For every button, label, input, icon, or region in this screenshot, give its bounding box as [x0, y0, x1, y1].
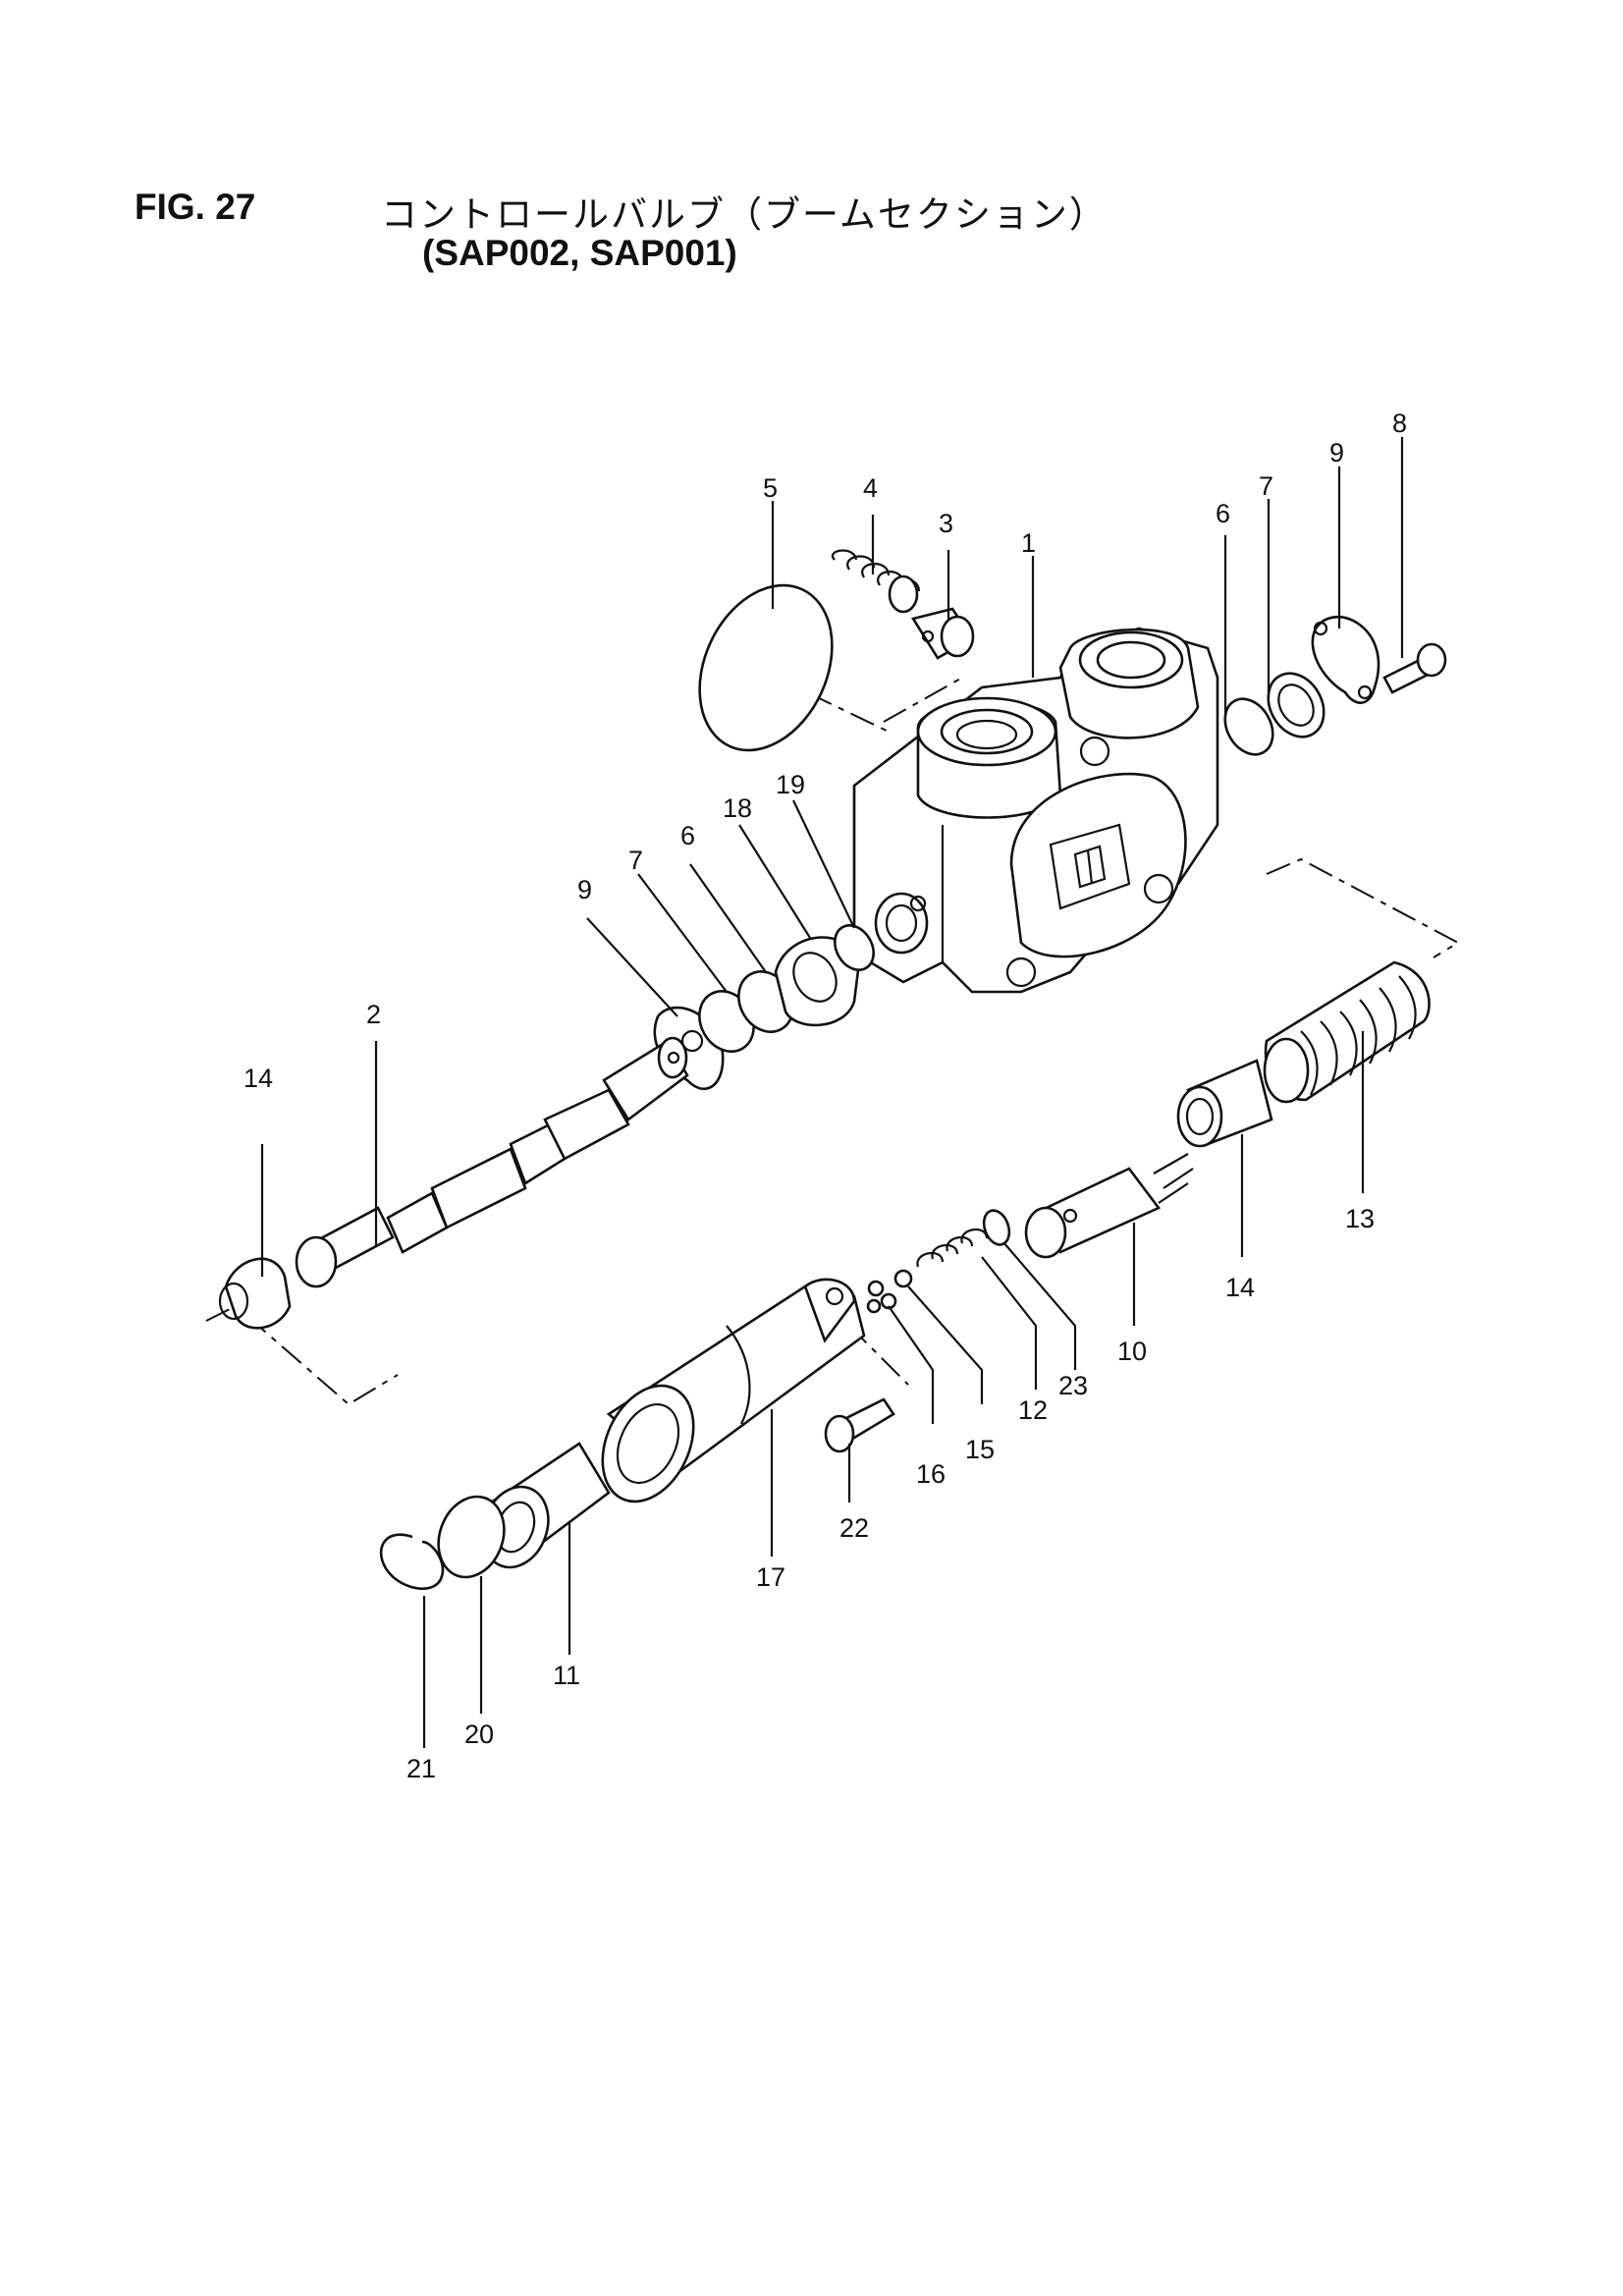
figure-models: (SAP002, SAP001): [422, 233, 737, 273]
figure-title: コントロールバルブ（ブームセクション）: [381, 193, 1108, 236]
callout-14-left: 14: [243, 1064, 273, 1093]
callout-6-right: 6: [1216, 499, 1230, 528]
callout-21: 21: [406, 1754, 436, 1783]
part-14-cap-left: [218, 1257, 292, 1330]
part-2-spool: [295, 1036, 689, 1288]
callout-18: 18: [723, 793, 752, 823]
part-12-spring: [916, 1228, 989, 1268]
part-16-ball-b: [880, 1292, 897, 1310]
callout-20: 20: [464, 1720, 494, 1749]
leader-lines: [260, 437, 1404, 1748]
callout-1: 1: [1021, 528, 1036, 558]
part-valve-body: [852, 627, 1219, 994]
part-9-plate-right: [1311, 616, 1380, 704]
callout-9-left: 9: [577, 875, 592, 904]
callout-2: 2: [366, 1000, 381, 1029]
part-15-ball: [893, 1269, 913, 1288]
callout-6-left: 6: [680, 821, 695, 850]
callout-13: 13: [1345, 1204, 1375, 1233]
centerline-right: [1266, 857, 1461, 958]
part-23-ring: [982, 1209, 1011, 1246]
callout-8: 8: [1392, 409, 1407, 438]
part-8-bolt: [1382, 642, 1447, 694]
callout-4: 4: [863, 473, 878, 503]
part-4-spring: [831, 549, 921, 614]
part-19-ring: [834, 924, 875, 971]
part-13-boot: [1263, 960, 1431, 1104]
part-21-snap-ring: [379, 1533, 445, 1591]
part-20-plug: [437, 1495, 506, 1579]
part-3-poppet: [910, 607, 975, 660]
callout-16: 16: [916, 1459, 946, 1489]
callout-12: 12: [1018, 1395, 1048, 1425]
part-17-cover: [601, 1278, 866, 1503]
callout-5: 5: [763, 473, 778, 503]
callout-9-right: 9: [1329, 438, 1344, 467]
callout-23: 23: [1058, 1371, 1088, 1400]
callout-14-right: 14: [1225, 1273, 1255, 1302]
centerline-left: [205, 1304, 399, 1406]
callout-10: 10: [1117, 1337, 1147, 1366]
callout-7-left: 7: [628, 846, 643, 875]
figure-number: FIG. 27: [135, 187, 256, 227]
callout-7-right: 7: [1259, 471, 1273, 501]
part-14-cap-right: [1176, 1059, 1273, 1148]
callout-3: 3: [939, 509, 953, 538]
callout-11: 11: [553, 1661, 580, 1690]
part-16-ball-a: [867, 1280, 885, 1297]
callout-22: 22: [839, 1513, 869, 1543]
part-10-spool-end: [1024, 1153, 1194, 1259]
part-6-ring-right: [1223, 697, 1274, 756]
callout-17: 17: [756, 1562, 785, 1592]
part-5-seal: [698, 583, 834, 752]
part-22-bolt: [824, 1397, 895, 1453]
part-16-ball-c: [866, 1298, 882, 1314]
callout-15: 15: [965, 1435, 995, 1464]
callout-19: 19: [776, 770, 805, 799]
